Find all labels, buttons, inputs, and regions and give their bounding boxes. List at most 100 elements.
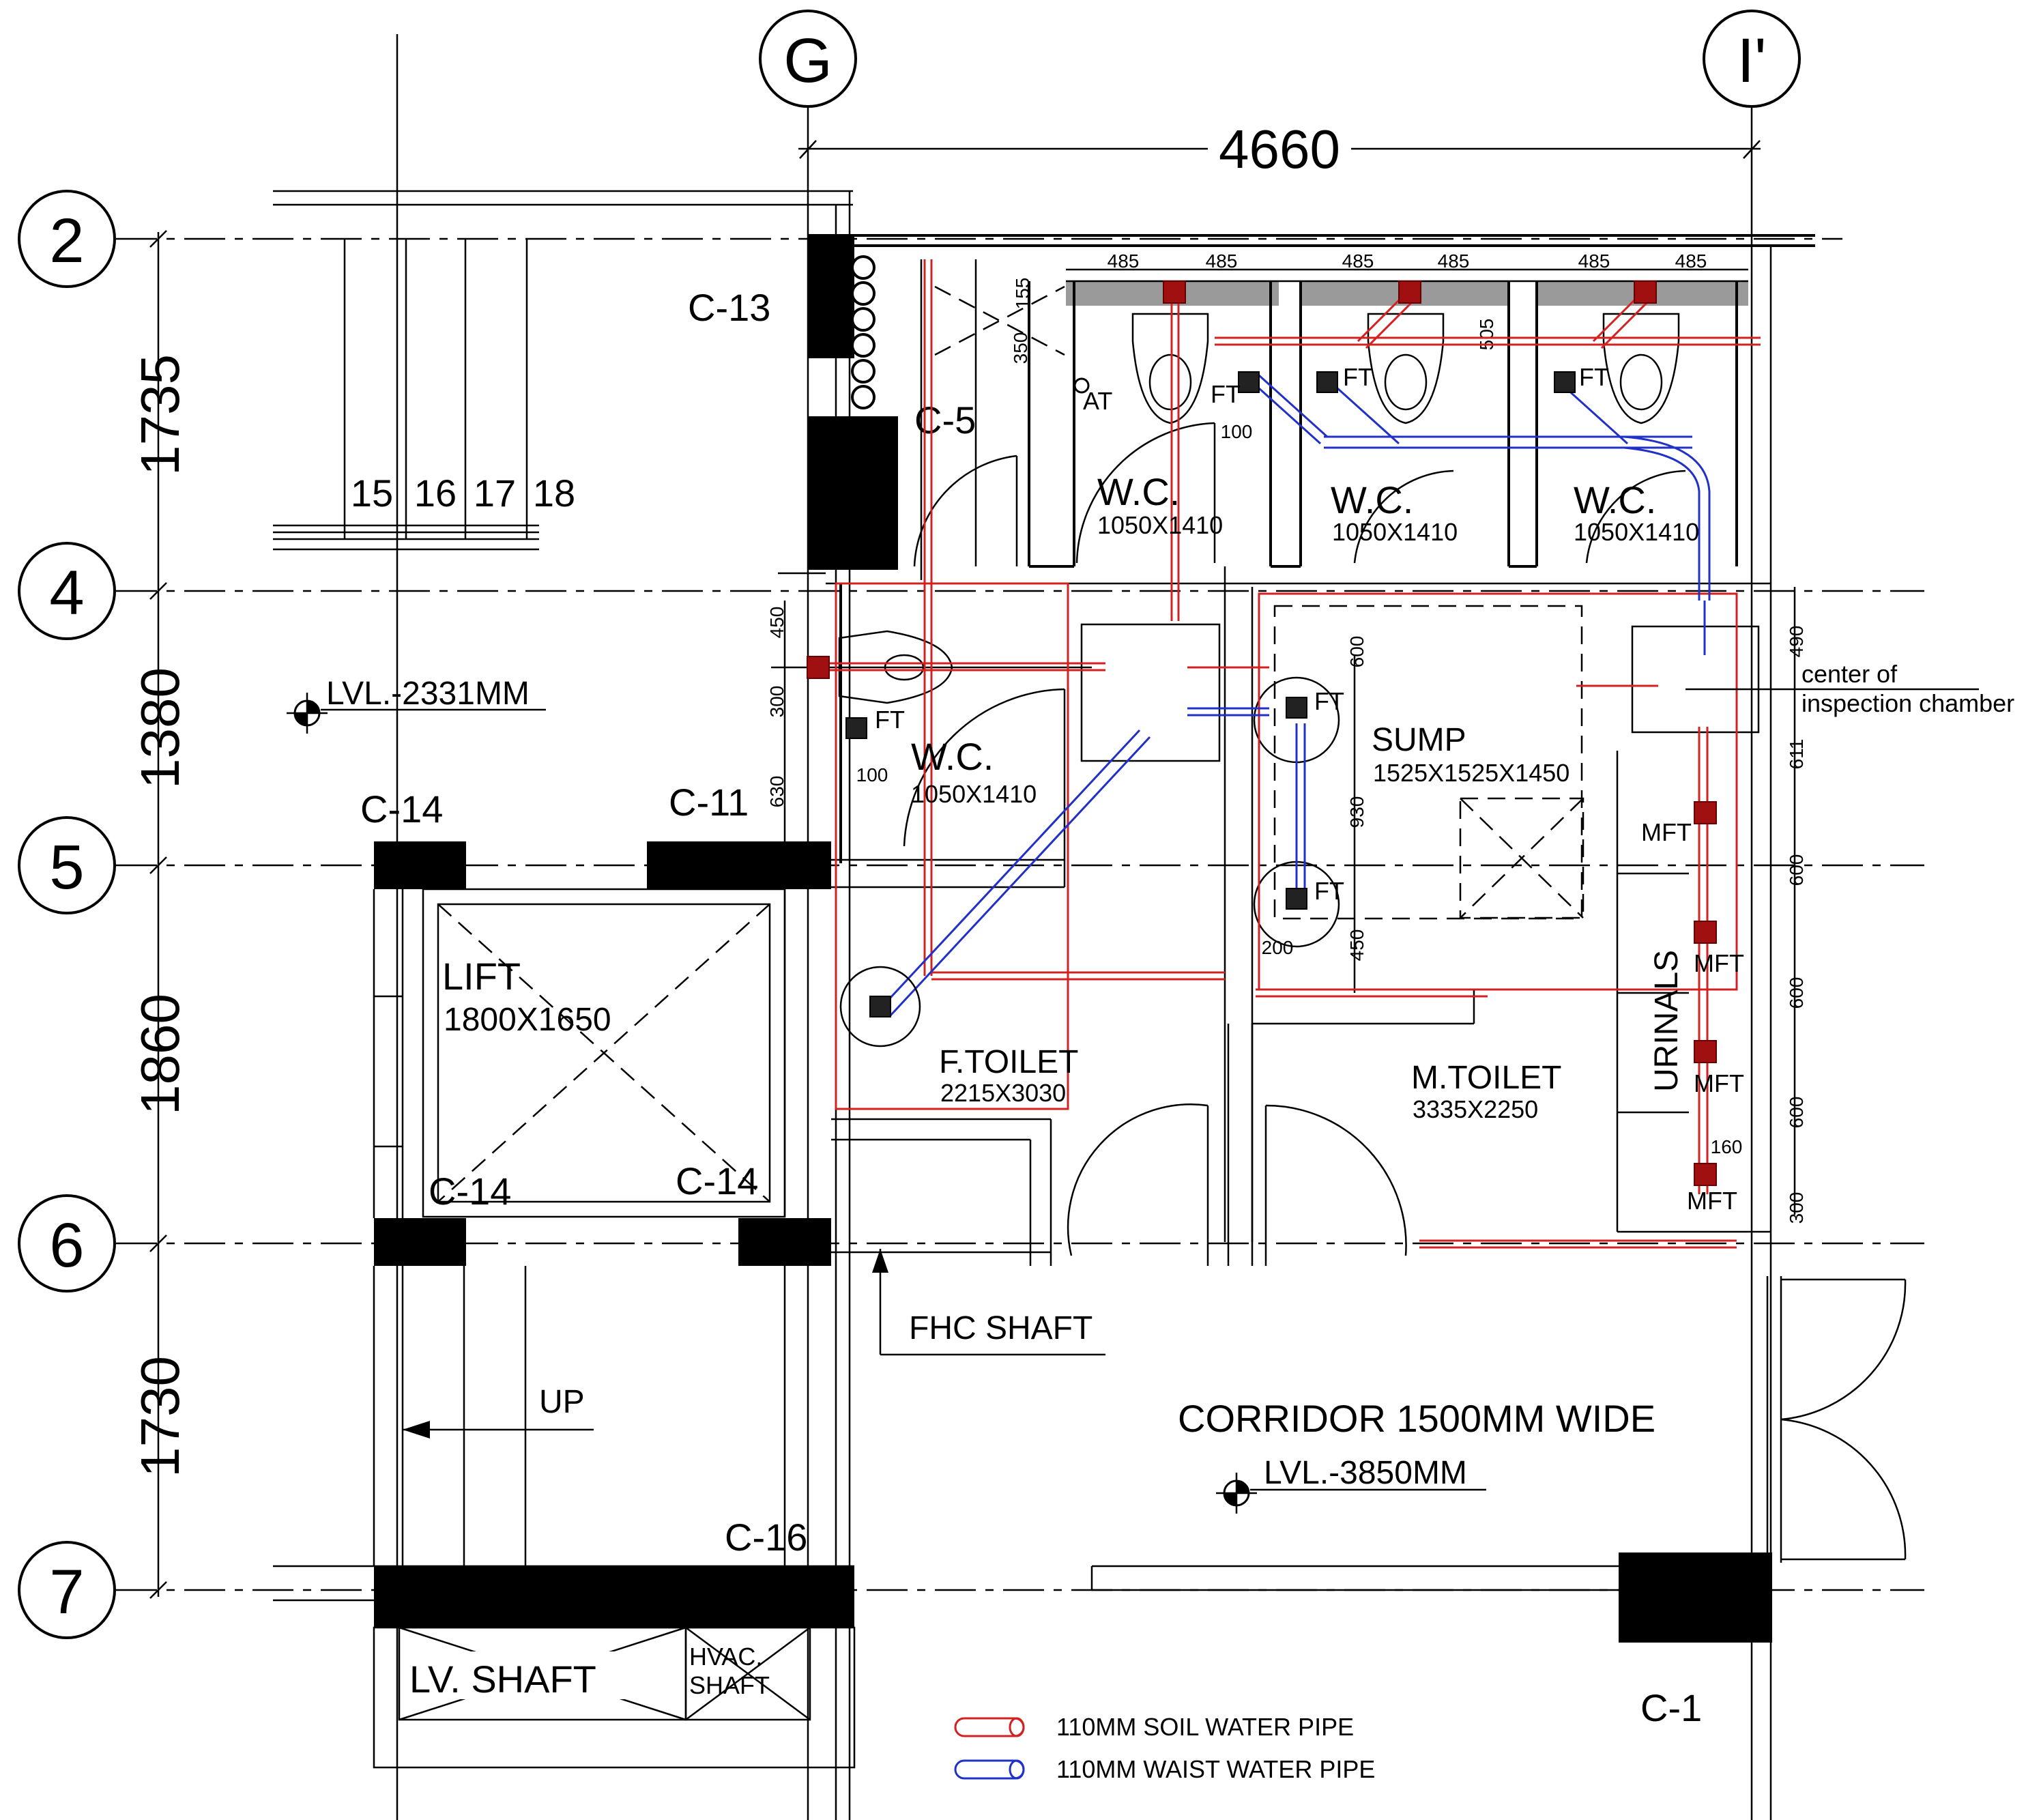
room-wc4-name: W.C. [911,735,994,778]
column-c13-block [808,235,854,358]
stair-number-16: 16 [414,472,457,515]
sump-area: 600 930 450 200 [1080,566,1760,1242]
grid-bubble-7: 7 [18,1541,116,1639]
column-c13-label: C-13 [688,286,770,329]
room-wc2-name: W.C. [1331,478,1413,521]
legend-waste-label: 110MM WAIST WATER PIPE [1056,1755,1375,1783]
column-c16-block [374,1566,854,1628]
level-marker-upper: LVL.-2331MM [287,676,546,734]
grid-label-2: 2 [49,206,84,276]
dim-611: 611 [1786,739,1807,770]
room-wc4-size: 1050X1410 [911,780,1037,808]
grid-label-6: 6 [49,1211,84,1280]
dim-485-3: 485 [1342,250,1374,272]
room-wc2-size: 1050X1410 [1332,518,1458,546]
dim-300-b: 300 [1786,1192,1807,1224]
dim-100-b: 100 [856,764,888,785]
dim-450-a: 450 [766,607,787,639]
label-ft-3: FT [1579,363,1609,391]
label-corridor: CORRIDOR 1500MM WIDE [1178,1397,1655,1440]
dim-600-a: 600 [1346,636,1367,668]
label-mft-1: MFT [1641,818,1692,846]
room-hvac-shaft-line-1: HVAC. [689,1643,762,1671]
room-sump-size: 1525X1525X1450 [1373,759,1569,787]
room-wc3-name: W.C. [1574,478,1656,521]
column-c14a-label: C-14 [360,788,443,830]
pipe-legend: 110MM SOIL WATER PIPE 110MM WAIST WATER … [954,1713,1375,1783]
toilet-partitions: 490 611 600 600 600 300 160 [831,587,1807,1266]
room-lv-shaft: LV. SHAFT [409,1658,596,1701]
room-wc1-name: W.C. [1097,470,1180,513]
label-fhc-shaft: FHC SHAFT [909,1310,1092,1346]
label-mft-4: MFT [1687,1187,1737,1215]
fhc-shaft-pointer [872,1249,1105,1356]
row-dimension-chain: 1735 1380 1860 1730 [130,230,190,1599]
room-hvac-shaft-line-2: SHAFT [689,1671,770,1699]
wc-left: 450 300 630 100 [766,572,1092,889]
dim-160: 160 [1711,1136,1743,1157]
grid-label-i-prime: I' [1737,26,1766,96]
dim-930: 930 [1346,796,1367,828]
level-upper-label: LVL.-2331MM [326,676,530,712]
dim-200: 200 [1262,937,1294,958]
dim-600-c: 600 [1786,977,1807,1009]
column-c14a-block [374,841,466,889]
dim-485-5: 485 [1578,250,1610,272]
dim-490: 490 [1786,626,1807,658]
column-c1-label: C-1 [1640,1686,1702,1729]
stair-number-17: 17 [474,472,516,515]
column-c16-label: C-16 [725,1516,807,1559]
legend-item-waste: 110MM WAIST WATER PIPE [954,1755,1375,1783]
soil-pipe-network [807,259,1761,1249]
level-lower-label: LVL.-3850MM [1264,1455,1467,1491]
room-mtoilet-name: M.TOILET [1411,1060,1561,1096]
column-c11-label: C-11 [669,781,749,824]
room-wc3-size: 1050X1410 [1574,518,1699,546]
room-lift-name: LIFT [442,955,521,998]
dim-350: 350 [1010,332,1031,364]
dim-row-1380: 1380 [130,667,190,789]
dim-155: 155 [1012,278,1033,310]
label-ft-4: FT [875,706,905,734]
dim-600-d: 600 [1786,1097,1807,1129]
dim-overall-width: 4660 [1219,119,1340,179]
dim-450-b: 450 [1346,929,1367,962]
grid-label-g: G [783,26,833,96]
room-sump-name: SUMP [1372,722,1466,758]
overall-width-dimension: 4660 [798,119,1761,179]
label-at: AT [1083,387,1112,415]
dim-600-b: 600 [1786,854,1807,886]
legend-item-soil: 110MM SOIL WATER PIPE [954,1713,1354,1741]
stair-number-18: 18 [533,472,575,515]
room-mtoilet-size: 3335X2250 [1413,1095,1538,1123]
column-c11-block [647,841,831,889]
legend-soil-label: 110MM SOIL WATER PIPE [1056,1713,1354,1741]
label-mft-2: MFT [1694,949,1744,977]
structural-columns [374,235,1772,1643]
column-c14b-label: C-14 [429,1170,511,1213]
dim-485-4: 485 [1438,250,1470,272]
column-c14c-label: C-14 [676,1159,758,1202]
label-ft-2: FT [1343,363,1373,391]
dim-300-a: 300 [766,686,787,718]
corridor-door [1766,1276,1907,1563]
room-ftoilet-name: F.TOILET [939,1044,1079,1080]
stair-bottom: UP [373,1266,786,1566]
room-lift-size: 1800X1650 [444,1002,611,1038]
up-label: UP [539,1384,585,1420]
dim-row-1735: 1735 [130,354,190,476]
label-ft-5: FT [1314,687,1344,715]
dim-485-6: 485 [1675,250,1707,272]
column-c1-block [1619,1552,1772,1643]
room-urinals-name: URINALS [1649,950,1685,1092]
waste-pipe-network [839,371,1711,1048]
label-ft-6: FT [1314,877,1344,905]
dim-row-1860: 1860 [130,994,190,1115]
grid-label-4: 4 [49,558,84,628]
grid-bubble-5: 5 [18,816,116,914]
label-mft-3: MFT [1694,1069,1744,1097]
shafts-bottom [373,1626,856,1769]
grid-bubble-4: 4 [18,542,116,640]
grid-bubble-g: G [759,10,857,108]
